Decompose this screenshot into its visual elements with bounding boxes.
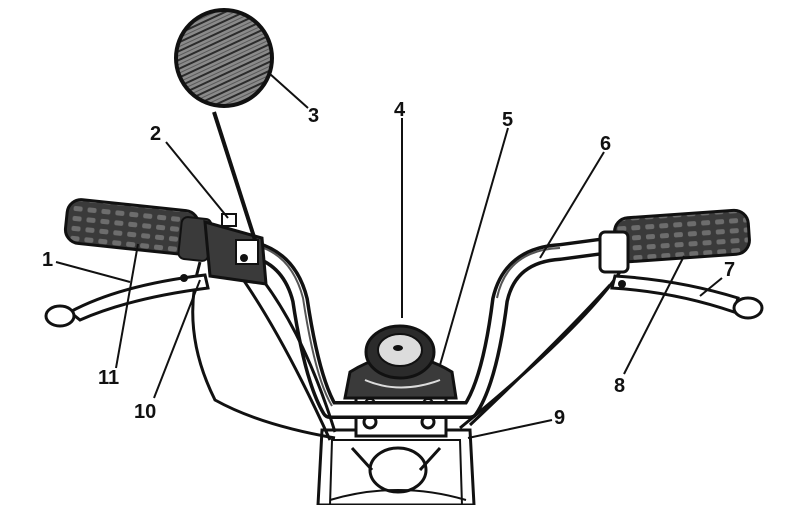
leader-line-7 [699,277,723,297]
callout-10: 10 [134,401,156,423]
speedometer [343,324,458,400]
mirror [174,8,274,241]
leader-line-3 [269,73,309,109]
callout-7: 7 [724,259,735,281]
front-body [316,428,476,505]
left-grip [63,198,213,262]
leader-line-5 [439,127,509,366]
callout-11: 11 [98,367,119,389]
callout-8: 8 [614,375,625,397]
callout-4: 4 [394,99,406,121]
left-lever [44,273,210,328]
leader-lines [55,73,723,439]
callout-3: 3 [308,105,319,127]
left-switch-block [203,213,268,286]
callout-5: 5 [502,109,513,131]
leader-line-8 [623,255,685,375]
leader-line-6 [539,151,605,259]
leader-line-9 [467,419,553,439]
leader-line-2 [165,141,229,219]
right-grip [598,208,751,274]
leader-line-10 [153,279,201,399]
leader-line-11 [115,243,139,369]
callout-9: 9 [554,407,565,429]
callout-6: 6 [600,133,611,155]
callout-1: 1 [42,249,53,271]
control-cables [191,260,622,441]
callout-2: 2 [150,123,161,145]
right-lever [610,274,764,320]
callout-labels: 1 2 3 4 5 6 7 8 9 10 11 [42,99,735,429]
handlebar [246,237,614,419]
leader-line-1 [55,261,131,283]
